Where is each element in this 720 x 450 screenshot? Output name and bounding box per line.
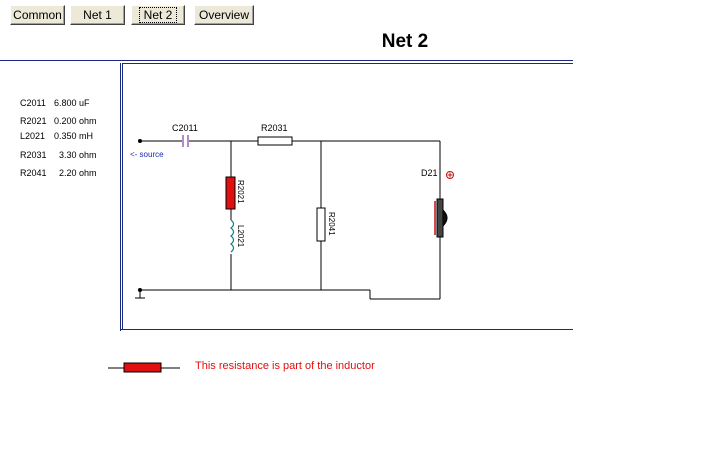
tab-net-1[interactable]: Net 1 bbox=[70, 5, 125, 25]
wires bbox=[135, 140, 441, 300]
part-row-r2021: R2021 0.200 ohm bbox=[20, 116, 97, 126]
tab-overview[interactable]: Overview bbox=[194, 5, 254, 25]
label-c2011: C2011 bbox=[172, 123, 198, 133]
speaker-d21-icon bbox=[434, 198, 448, 238]
part-value: 0.350 mH bbox=[54, 131, 94, 141]
part-row-r2031: R2031 3.30 ohm bbox=[20, 150, 97, 160]
part-ref: R2021 bbox=[20, 116, 47, 126]
part-value: 3.30 ohm bbox=[59, 150, 97, 160]
page-title: Net 2 bbox=[381, 31, 429, 52]
label-l2021: L2021 bbox=[236, 225, 245, 248]
part-value: 2.20 ohm bbox=[59, 168, 97, 178]
capacitor-c2011 bbox=[182, 135, 189, 147]
panel-bottom-border bbox=[120, 329, 573, 330]
legend-note: This resistance is part of the inductor bbox=[195, 360, 375, 372]
tab-net-2[interactable]: Net 2 bbox=[131, 5, 185, 25]
label-r2021: R2021 bbox=[236, 180, 245, 204]
part-ref: L2021 bbox=[20, 131, 46, 141]
part-value: 6.800 uF bbox=[54, 98, 90, 108]
panel-top-border bbox=[122, 63, 573, 64]
ground-terminal bbox=[138, 288, 142, 292]
tab-common[interactable]: Common bbox=[10, 5, 65, 25]
source-terminal bbox=[138, 139, 142, 143]
tab-net-1-label: Net 1 bbox=[83, 8, 112, 22]
polarity-plus-icon bbox=[446, 171, 454, 179]
part-ref: R2031 bbox=[20, 150, 47, 160]
legend-resistor-icon bbox=[108, 362, 180, 373]
tab-net-2-label: Net 2 bbox=[138, 7, 178, 23]
tab-overview-label: Overview bbox=[198, 8, 249, 22]
part-row-c2011: C2011 6.800 uF bbox=[20, 98, 90, 108]
label-r2041: R2041 bbox=[327, 212, 336, 236]
panel-left-border-inner bbox=[122, 63, 123, 329]
inductor-l2021 bbox=[230, 219, 235, 253]
label-d21: D21 bbox=[421, 168, 438, 178]
label-r2031: R2031 bbox=[261, 123, 288, 133]
resistor-r2021 bbox=[225, 176, 236, 210]
part-value: 0.200 ohm bbox=[54, 116, 97, 126]
label-source: <- source bbox=[130, 150, 164, 159]
resistor-r2041 bbox=[316, 207, 326, 242]
part-ref: R2041 bbox=[20, 168, 47, 178]
resistor-r2031 bbox=[257, 136, 293, 146]
top-divider bbox=[0, 60, 573, 61]
part-ref: C2011 bbox=[20, 98, 46, 108]
tab-common-label: Common bbox=[13, 8, 62, 22]
part-row-l2021: L2021 0.350 mH bbox=[20, 131, 93, 141]
part-row-r2041: R2041 2.20 ohm bbox=[20, 168, 97, 178]
panel-left-border-outer bbox=[120, 63, 121, 331]
